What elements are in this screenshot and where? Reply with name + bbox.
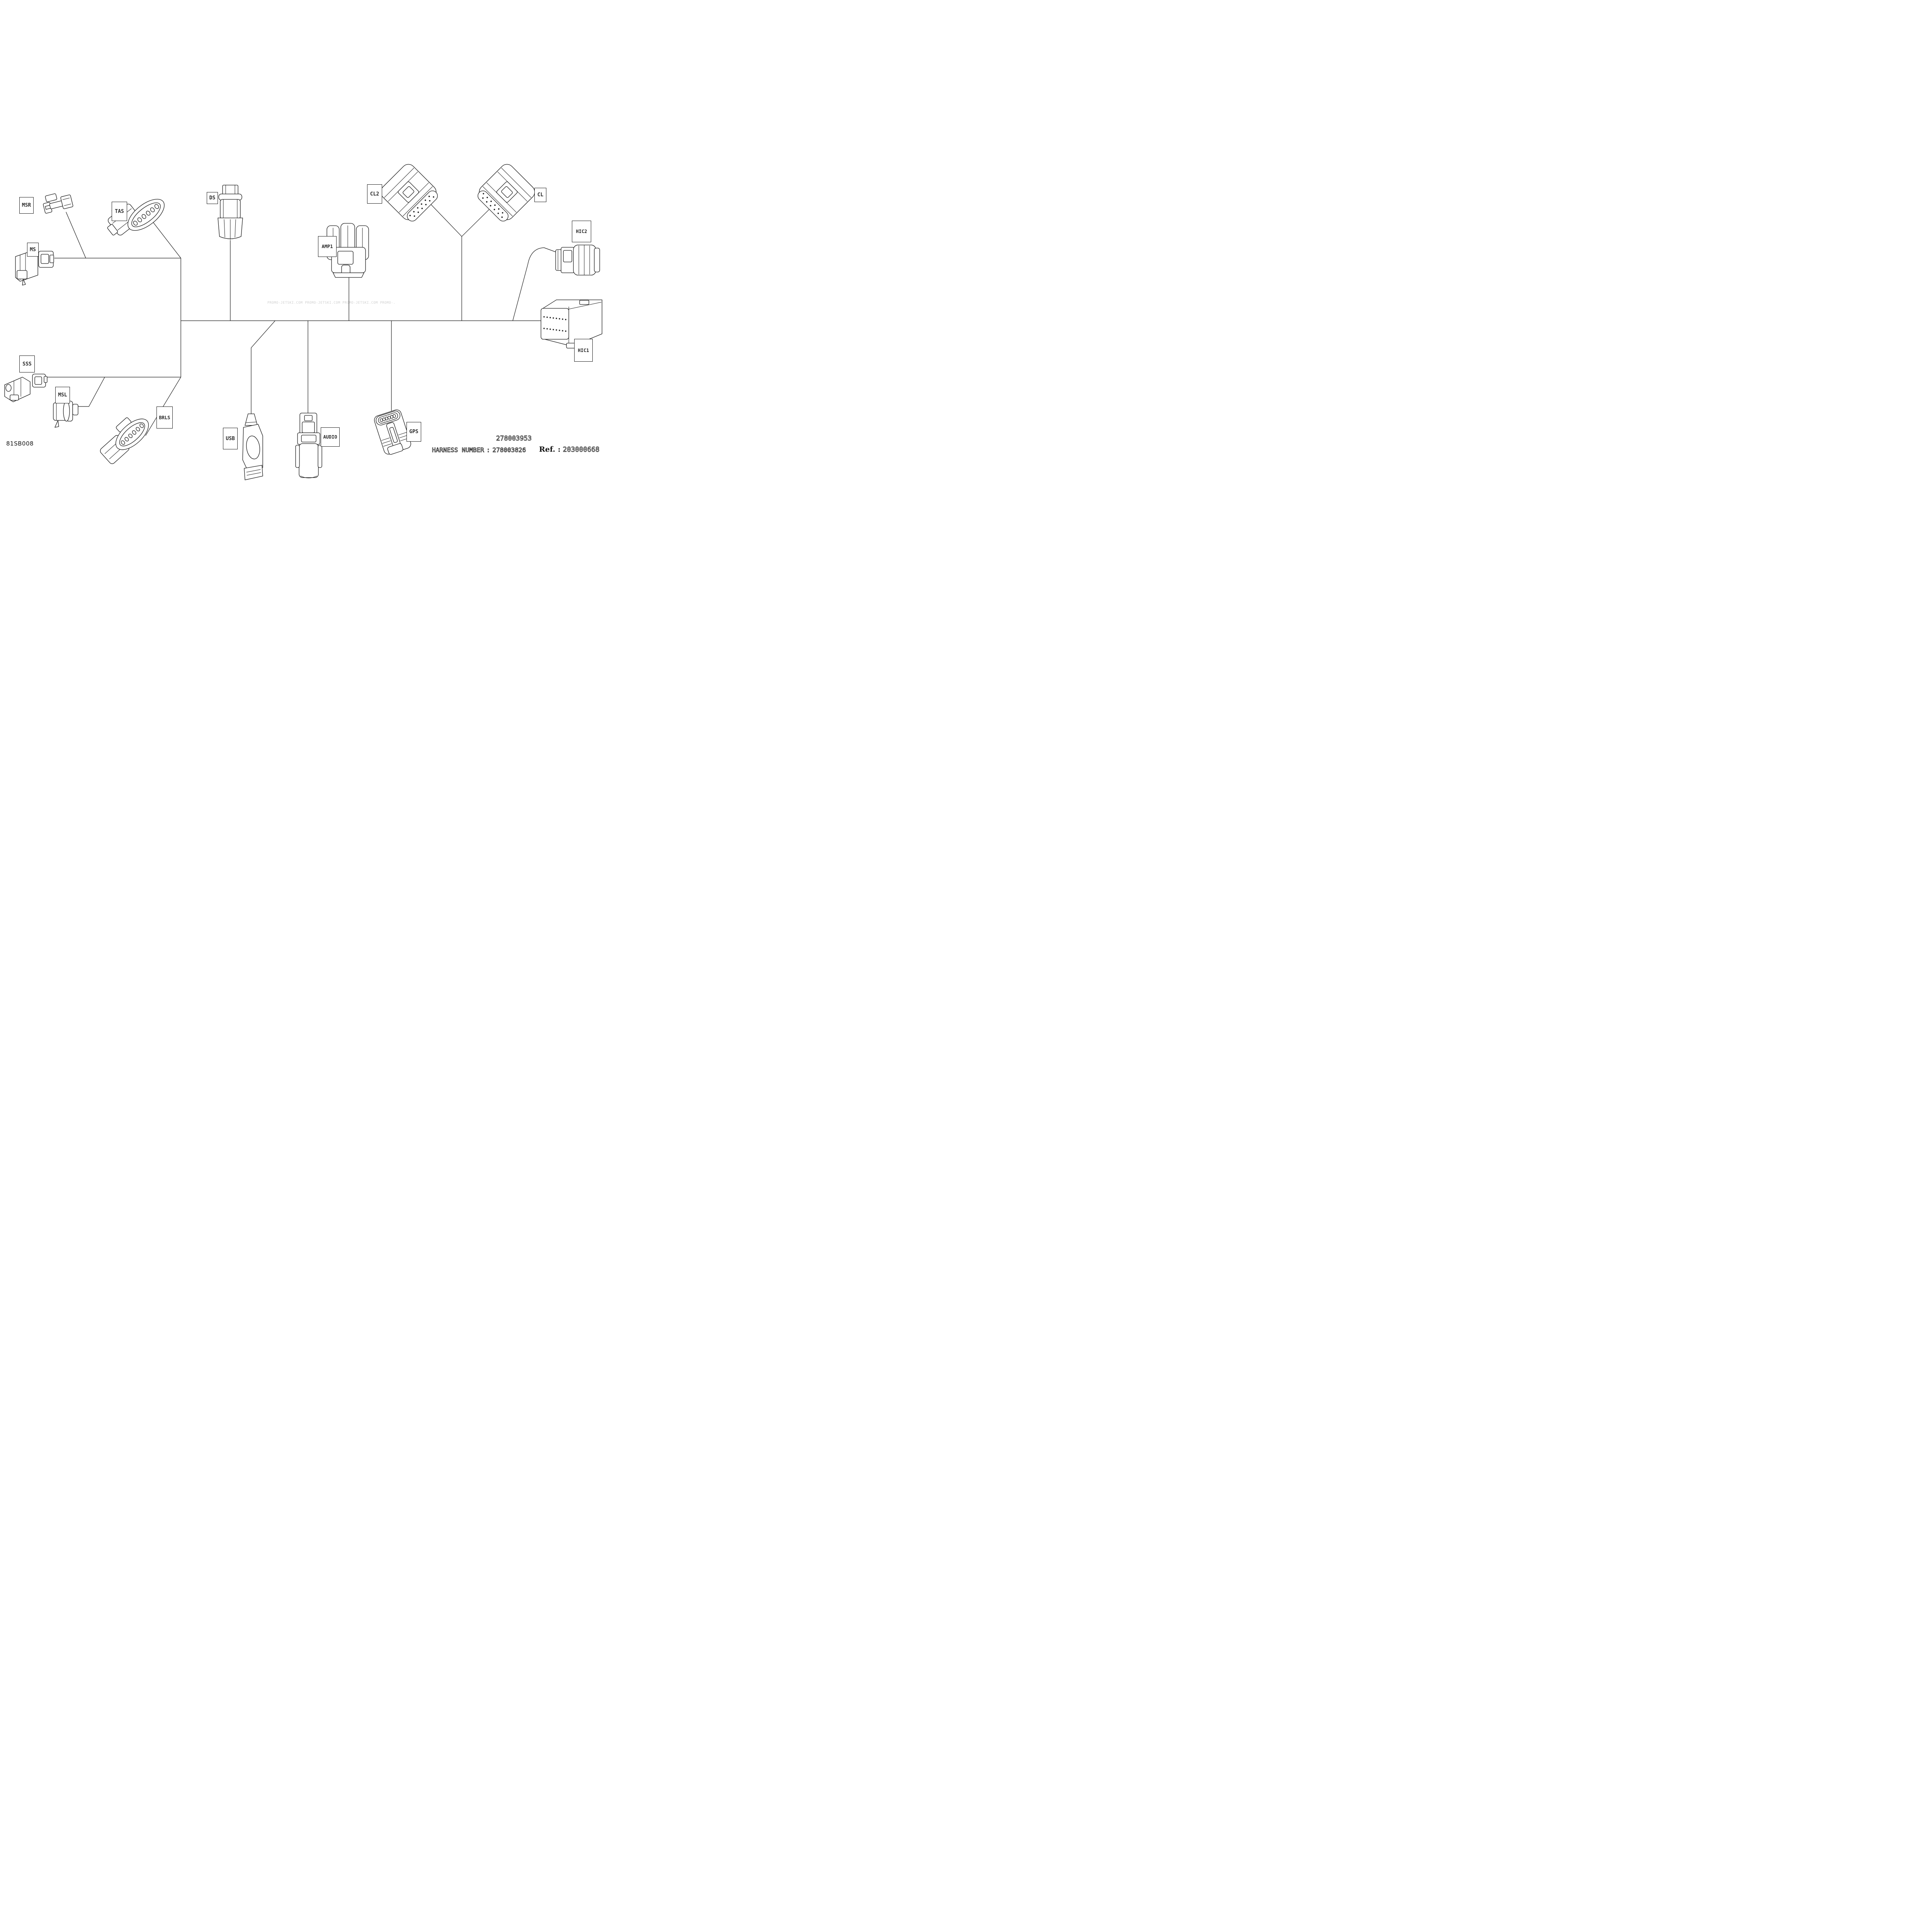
wire-cl <box>461 208 490 237</box>
connector-label-text: SSS <box>22 361 32 367</box>
connector-art-ms <box>15 250 54 286</box>
harness-number-value: 278003826 <box>492 446 526 454</box>
wire-msl <box>78 377 105 407</box>
connector-label-text: MSR <box>22 202 31 208</box>
wire-usb <box>251 320 276 414</box>
connector-label-text: CL <box>537 192 544 198</box>
connector-art-ds <box>218 185 243 240</box>
connector-art-msl <box>53 401 78 428</box>
wire-tas <box>151 220 181 259</box>
wires <box>47 196 556 436</box>
connector-label-cl2: CL2 <box>367 184 382 204</box>
connector-label-audio: AUDIO <box>321 427 340 447</box>
connector-art-hic1 <box>541 299 602 349</box>
connector-label-brls: BRLS <box>156 406 173 429</box>
harness-number-label: HARNESS NUMBER <box>432 446 485 454</box>
connector-label-sss: SSS <box>19 355 35 372</box>
part-number: 278003953 <box>496 435 532 443</box>
connector-label-text: HIC1 <box>578 347 589 353</box>
connector-label-hic1: HIC1 <box>574 339 593 362</box>
connector-label-hic2: HIC2 <box>572 221 591 242</box>
wire-msr <box>66 212 86 259</box>
harness-number-line: HARNESS NUMBER:278003826 <box>432 446 526 454</box>
connector-label-amp1: AMP1 <box>318 236 337 257</box>
connector-label-text: GPS <box>409 429 418 435</box>
reference-value: 203000668 <box>563 446 600 454</box>
connector-art-msr <box>43 193 73 214</box>
connector-label-text: AUDIO <box>323 434 337 440</box>
watermark-text: PROMO-JETSKI.COM PROMO-JETSKI.COM PROMO-… <box>267 301 396 305</box>
connector-label-text: DS <box>209 195 216 201</box>
connector-art-cl <box>474 161 538 225</box>
connector-label-ms: MS <box>27 243 39 257</box>
connector-art-sss <box>4 374 48 402</box>
reference-label: Ref. : <box>539 445 561 454</box>
connector-label-text: MS <box>30 247 36 253</box>
connector-art-tas <box>107 199 165 236</box>
connector-label-text: BRLS <box>159 415 170 420</box>
connector-label-msr: MSR <box>19 197 34 214</box>
connector-label-gps: GPS <box>406 422 421 442</box>
connector-art-cl2 <box>378 161 442 225</box>
wire-hic2 <box>512 247 556 321</box>
connector-art-hic2 <box>555 245 600 276</box>
wire-brls <box>145 377 181 436</box>
connector-label-ds: DS <box>207 192 218 204</box>
reference-line: Ref. :203000668 <box>539 445 600 454</box>
connector-art-gps <box>374 409 411 455</box>
connector-label-text: MSL <box>58 392 67 398</box>
connector-art-usb <box>242 413 263 480</box>
connector-label-tas: TAS <box>112 202 127 221</box>
connector-label-text: TAS <box>115 208 124 214</box>
connector-label-text: AMP1 <box>321 244 333 249</box>
drawing-code: 81SB008 <box>6 440 34 447</box>
harness-number-separator: : <box>486 446 490 454</box>
connector-art-audio <box>295 413 322 478</box>
connector-art-brls <box>100 417 149 464</box>
connector-label-text: CL2 <box>370 191 379 197</box>
connector-label-text: USB <box>226 435 235 442</box>
connector-label-usb: USB <box>223 428 238 449</box>
connector-label-msl: MSL <box>55 387 70 403</box>
connector-label-cl: CL <box>534 188 546 202</box>
connector-label-text: HIC2 <box>576 229 587 234</box>
